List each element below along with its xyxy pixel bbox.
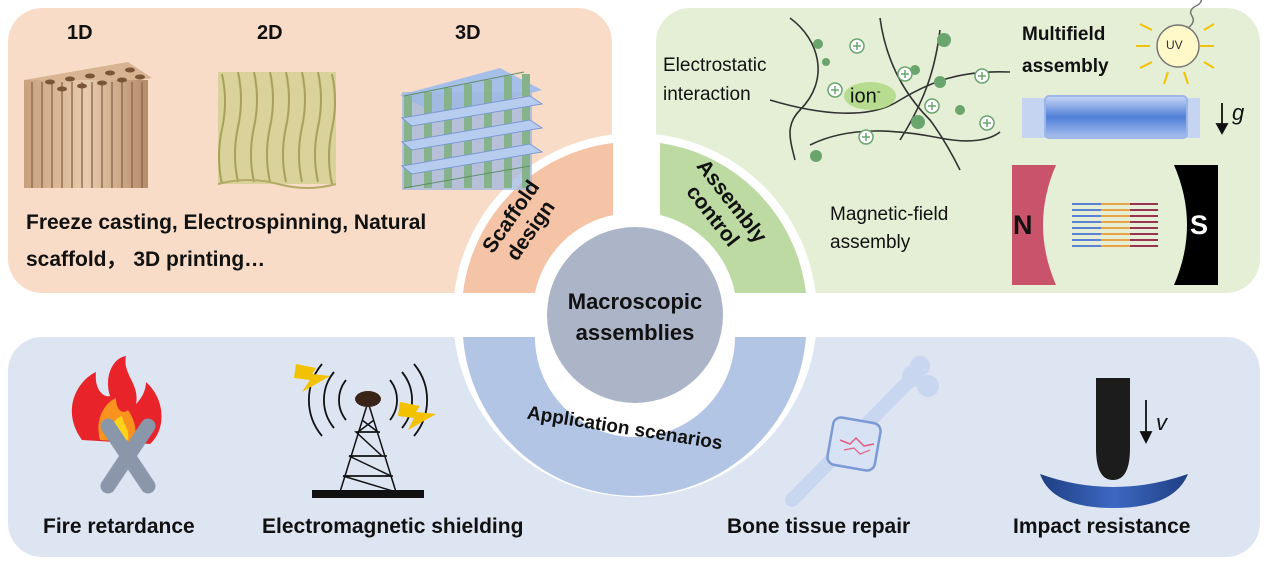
impact-resistance-label: Impact resistance xyxy=(1013,515,1191,538)
scaffold-label-2d: 2D xyxy=(257,22,283,44)
cross-icon xyxy=(100,418,156,494)
magnetic-label-2: assembly xyxy=(830,232,911,253)
scaffold-3d-illustration xyxy=(400,68,544,190)
bone-icon xyxy=(785,356,939,507)
lightning-icon xyxy=(294,364,436,430)
scaffold-methods-line2: scaffold， 3D printing… xyxy=(26,248,266,271)
magnet-north xyxy=(1012,165,1056,285)
center-circle xyxy=(547,227,723,403)
center-title-line2: assemblies xyxy=(575,320,695,345)
scaffold-methods-line1: Freeze casting, Electrospinning, Natural xyxy=(26,211,427,234)
electrostatic-label-1: Electrostatic xyxy=(663,55,767,76)
scaffold-label-1d: 1D xyxy=(67,22,93,44)
velocity-label: v xyxy=(1156,410,1167,435)
magnet-south xyxy=(1174,165,1218,285)
em-shielding-label: Electromagnetic shielding xyxy=(262,515,524,538)
magnetic-label-1: Magnetic-field xyxy=(830,204,949,225)
ion-bubble xyxy=(844,82,896,110)
fire-retardance-label: Fire retardance xyxy=(43,515,195,538)
application-ring xyxy=(463,337,806,496)
ion-charge: - xyxy=(876,84,881,98)
signal-waves-icon xyxy=(308,363,428,437)
impact-target xyxy=(1040,474,1188,508)
impactor-icon xyxy=(1096,378,1130,480)
scaffold-design-ring xyxy=(463,143,613,293)
assembly-control-ring xyxy=(660,143,806,293)
scaffold-2d-illustration xyxy=(217,71,337,189)
scaffold-1d-illustration xyxy=(24,62,152,188)
negative-particles xyxy=(810,33,965,162)
bone-repair-label: Bone tissue repair xyxy=(727,515,911,538)
electrostatic-label-2: interaction xyxy=(663,84,751,105)
ion-label: ion- xyxy=(850,84,881,109)
uv-label: UV xyxy=(1166,38,1183,52)
uv-bulb-icon xyxy=(1136,0,1215,85)
center-title-line1: Macroscopic xyxy=(567,289,703,314)
ion-text: ion xyxy=(850,85,877,108)
multifield-label-2: assembly xyxy=(1022,56,1109,77)
north-pole-label: N xyxy=(1013,210,1033,240)
velocity-arrow-icon xyxy=(1139,400,1153,445)
tower-icon xyxy=(339,401,397,493)
settling-tube xyxy=(1044,95,1188,139)
multifield-label-1: Multifield xyxy=(1022,24,1106,45)
gravity-arrow-icon xyxy=(1215,103,1229,135)
scaffold-label-3d: 3D xyxy=(455,22,481,44)
gravity-label: g xyxy=(1232,100,1245,125)
center-title: Macroscopic assemblies xyxy=(547,286,723,348)
south-pole-label: S xyxy=(1190,210,1209,240)
